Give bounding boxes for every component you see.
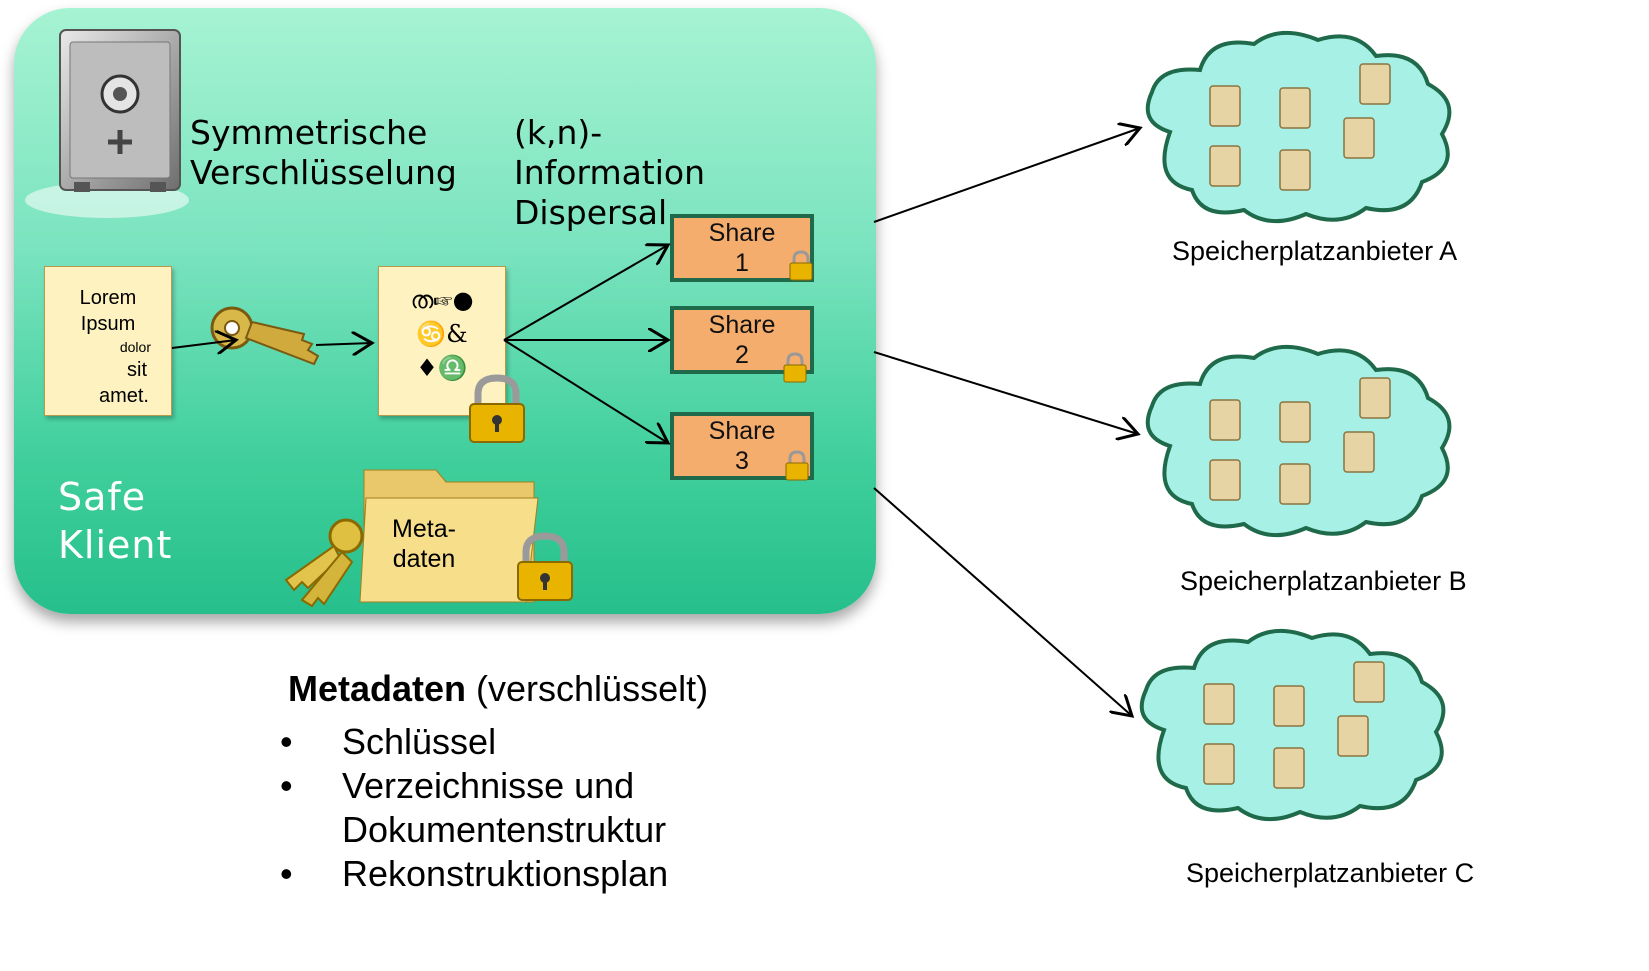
metadata-folder-label: Meta- daten [384,514,464,574]
bullet: • [280,853,293,894]
cloud-provider-a [1145,30,1452,224]
share-1-lock-icon [789,250,813,281]
metadata-lock-icon [517,532,573,601]
client-label-line2: Klient [58,523,173,567]
share-3-label: Share [708,417,776,445]
provider-c-label: Speicherplatzanbieter C [1186,858,1475,888]
metadata-item-2-line2: Dokumentenstruktur [342,809,667,850]
dispersal-label-line2: Information [514,153,706,192]
folder-label-line1: Meta- [392,515,456,543]
metadata-list-item: • Schlüssel [280,720,800,764]
plaintext-document: Lorem Ipsum dolor sit amet. [44,266,172,416]
keys-icon [284,518,364,608]
dispersal-label-line3: Dispersal [514,193,668,232]
cloud-provider-c [1139,628,1446,822]
share-2-number: 2 [735,341,749,369]
folder-label-line2: daten [392,545,456,573]
doc-line-5: amet. [98,385,149,407]
client-label-line1: Safe [58,475,147,519]
padlock-icon [469,374,525,443]
share-3: Share 3 [670,412,814,480]
share-2-lock-icon [783,352,807,383]
arrow-key-to-ciphertext [315,343,372,345]
share-2-label: Share [708,311,776,339]
metadata-list-item: • Verzeichnisse und Dokumentenstruktur [280,764,800,852]
provider-b-label: Speicherplatzanbieter B [1180,566,1467,596]
cloud-provider-b [1145,344,1452,538]
cipher-line-2: ♋& [416,320,468,348]
metadata-list-item: • Rekonstruktionsplan [280,852,800,896]
share-2: Share 2 [670,306,814,374]
metadata-folder-icon [284,469,539,608]
arrow-to-share-1 [503,245,668,341]
share-3-number: 3 [735,447,749,475]
cipher-line-3: ♦♎ [416,354,468,382]
metadata-heading: Metadaten (verschlüsselt) [288,668,708,710]
arrow-plaintext-to-key [171,340,236,348]
share-1-number: 1 [735,249,749,277]
encrypt-label-line2: Verschlüsselung [190,153,457,192]
metadata-item-1: Schlüssel [342,721,497,762]
metadata-list: • Schlüssel • Verzeichnisse und Dokument… [280,720,800,896]
metadata-heading-bold: Metadaten [288,668,467,709]
share-3-lock-icon [785,450,809,481]
doc-line-2: Ipsum [80,313,136,335]
dispersal-label-line1: (k,n)- [514,113,603,152]
doc-line-4: sit [127,359,147,381]
arrow-to-provider-a [873,128,1140,223]
arrow-to-provider-c [873,487,1132,716]
metadata-heading-rest: (verschlüsselt) [466,668,709,709]
share-1-label: Share [708,219,776,247]
arrow-to-share-3 [503,339,668,443]
metadata-item-3: Rekonstruktionsplan [342,853,669,894]
metadata-item-2-line1: Verzeichnisse und [342,765,635,806]
metadata-item-2: Verzeichnisse und Dokumentenstruktur [342,764,666,852]
doc-line-1: Lorem [79,287,137,309]
bullet: • [280,721,293,762]
cipher-line-1: ത☞● [410,286,474,314]
provider-a-label: Speicherplatzanbieter A [1172,236,1458,266]
safe-vault-icon [25,29,189,218]
doc-line-3: dolor [119,339,151,355]
encrypt-label-line1: Symmetrische [190,113,428,152]
ciphertext-document: ത☞● ♋& ♦♎ [378,266,506,416]
arrow-to-provider-b [873,351,1138,434]
bullet: • [280,765,293,806]
